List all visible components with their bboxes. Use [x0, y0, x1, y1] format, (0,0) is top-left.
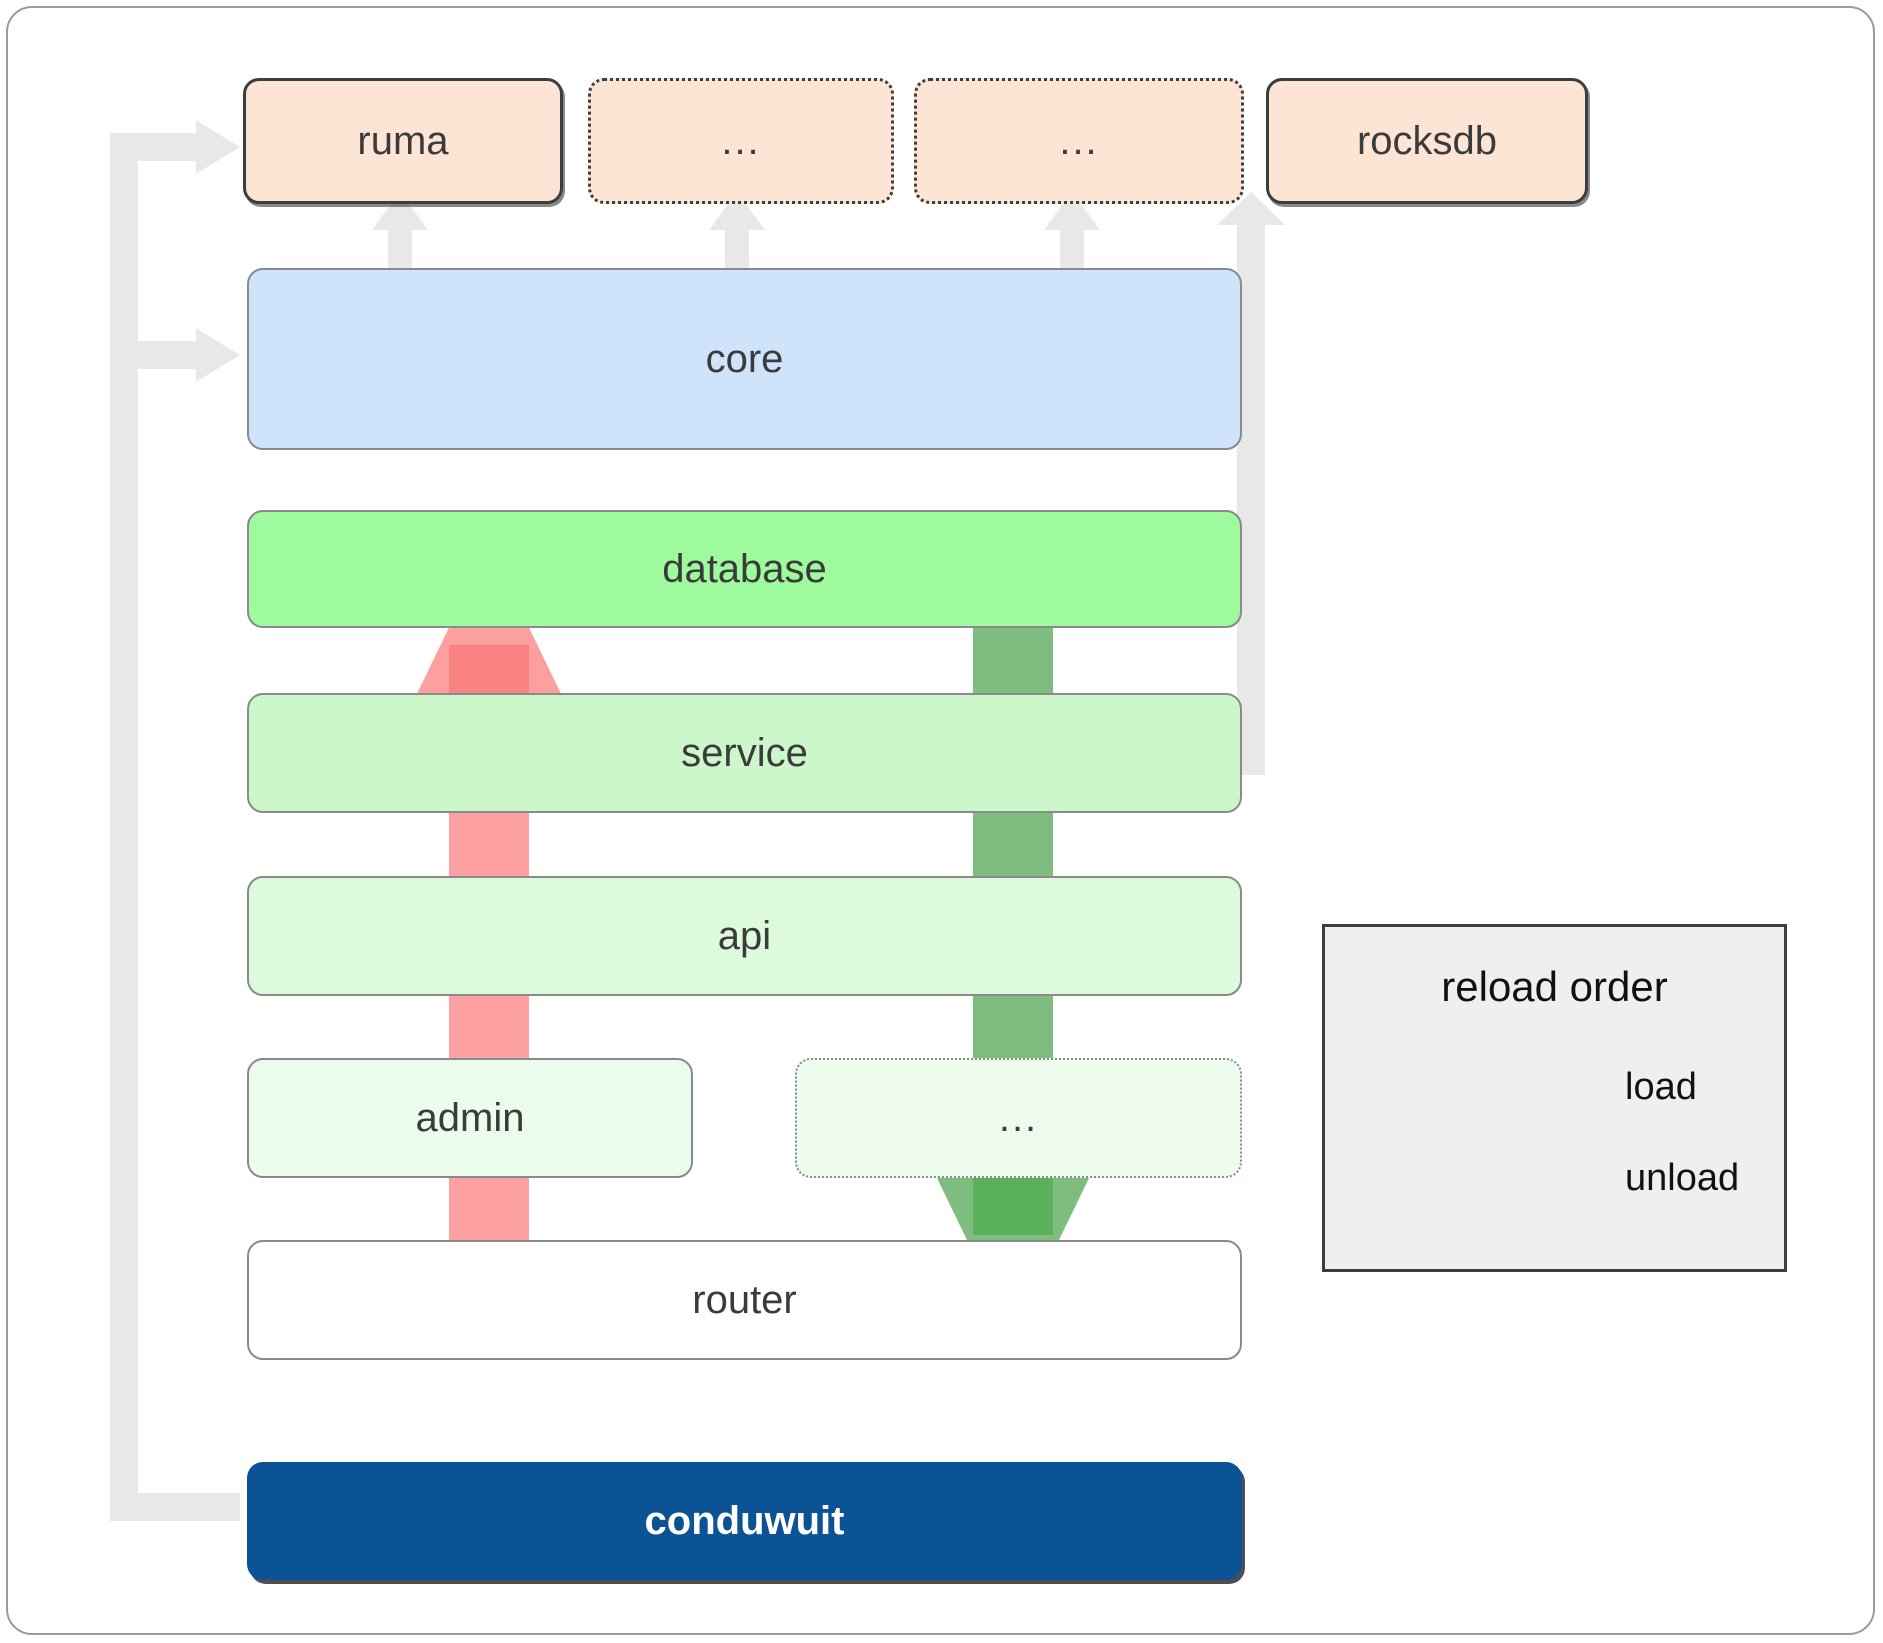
- node-database[interactable]: database: [247, 510, 1242, 628]
- legend-label-unload: unload: [1625, 1157, 1740, 1199]
- node-conduwuit[interactable]: conduwuit: [247, 1462, 1242, 1580]
- node-router[interactable]: router: [247, 1240, 1242, 1360]
- legend-title: reload order: [1441, 963, 1668, 1010]
- legend-label-load: load: [1625, 1066, 1697, 1108]
- node-label: conduwuit: [644, 1498, 845, 1543]
- node-label: ruma: [357, 118, 449, 163]
- node-label: core: [705, 336, 784, 381]
- node-api[interactable]: api: [247, 876, 1242, 996]
- node-label: router: [692, 1277, 797, 1322]
- node-core[interactable]: core: [247, 268, 1242, 450]
- node-ruma[interactable]: ruma: [243, 78, 563, 204]
- node-admin[interactable]: admin: [247, 1058, 693, 1178]
- node-label: ...: [721, 118, 761, 163]
- node-label: ...: [1059, 118, 1099, 163]
- node-label: rocksdb: [1356, 118, 1498, 163]
- node-top-ellipsis-1[interactable]: ...: [588, 78, 894, 204]
- node-label: ...: [998, 1095, 1039, 1140]
- node-lower-ellipsis[interactable]: ...: [795, 1058, 1242, 1178]
- node-label: admin: [415, 1095, 525, 1140]
- node-top-ellipsis-2[interactable]: ...: [914, 78, 1244, 204]
- legend-panel: reload order load unload: [1322, 924, 1787, 1272]
- node-label: service: [681, 730, 808, 775]
- node-service[interactable]: service: [247, 693, 1242, 813]
- diagram-frame: [6, 6, 1875, 1635]
- node-label: database: [662, 546, 827, 591]
- node-label: api: [717, 913, 772, 958]
- node-rocksdb[interactable]: rocksdb: [1266, 78, 1588, 204]
